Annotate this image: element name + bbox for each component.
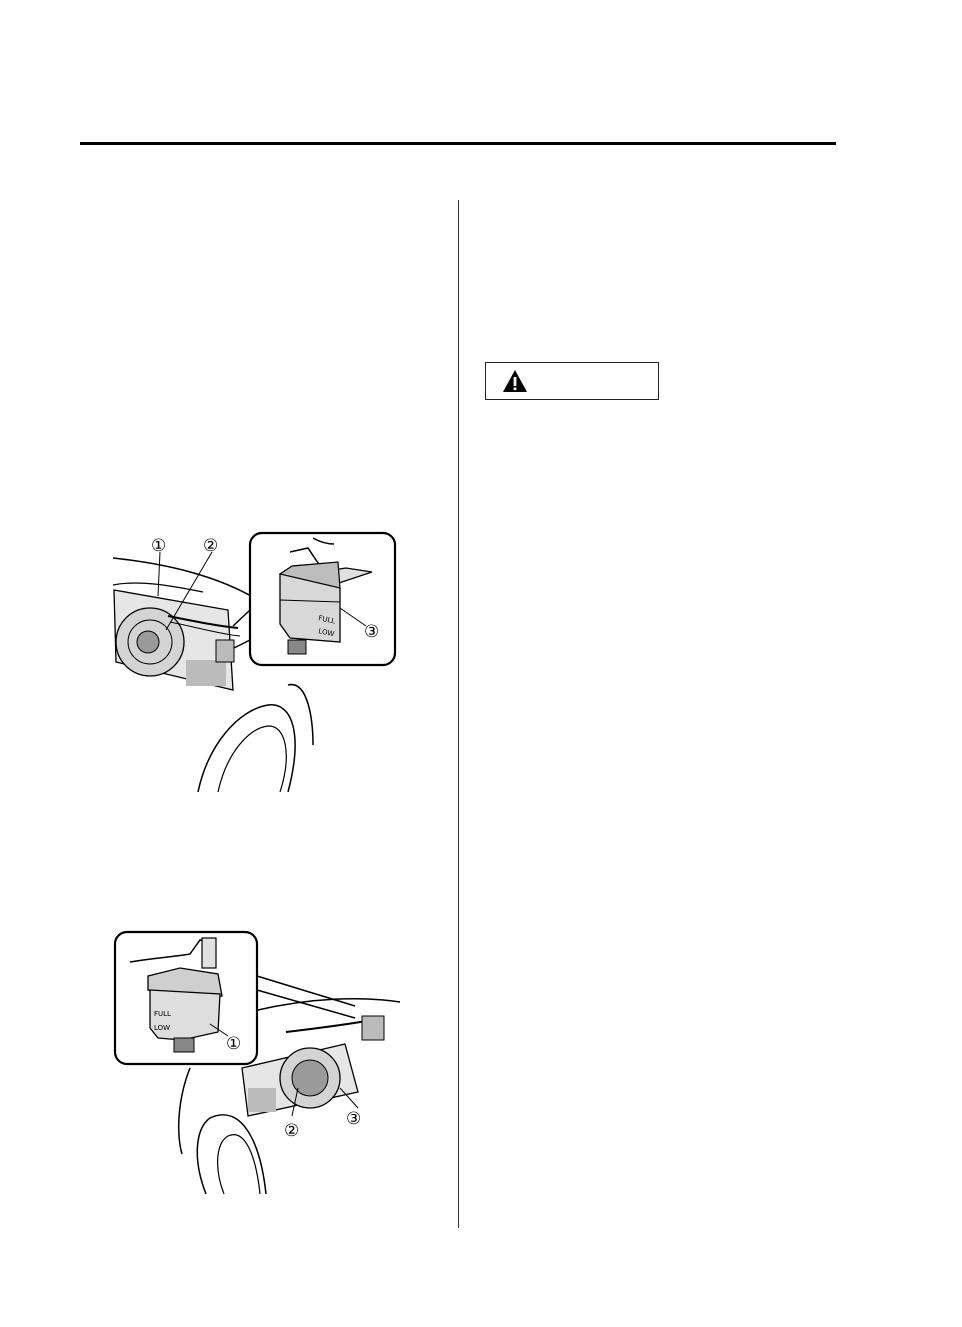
low-mark: LOW — [318, 627, 335, 638]
coolant-reservoir-figure-upper: ① ② FULL LOW ③ — [112, 531, 397, 792]
coolant-reservoir-figure-lower: FULL LOW ① ② ③ — [113, 930, 401, 1194]
full-mark: FULL — [318, 614, 336, 625]
callout-2-lower: ② — [284, 1121, 299, 1141]
column-divider — [458, 200, 459, 1228]
callout-3: ③ — [364, 622, 379, 642]
header-rule — [80, 142, 836, 145]
callout-3-lower: ③ — [346, 1109, 361, 1129]
callout-1: ① — [151, 536, 166, 556]
callout-1-lower: ① — [226, 1034, 241, 1054]
warning-triangle-icon — [503, 370, 527, 392]
low-mark-lower: LOW — [154, 1024, 170, 1032]
full-mark-lower: FULL — [154, 1010, 171, 1018]
warning-box — [485, 362, 659, 400]
callout-2: ② — [203, 536, 218, 556]
